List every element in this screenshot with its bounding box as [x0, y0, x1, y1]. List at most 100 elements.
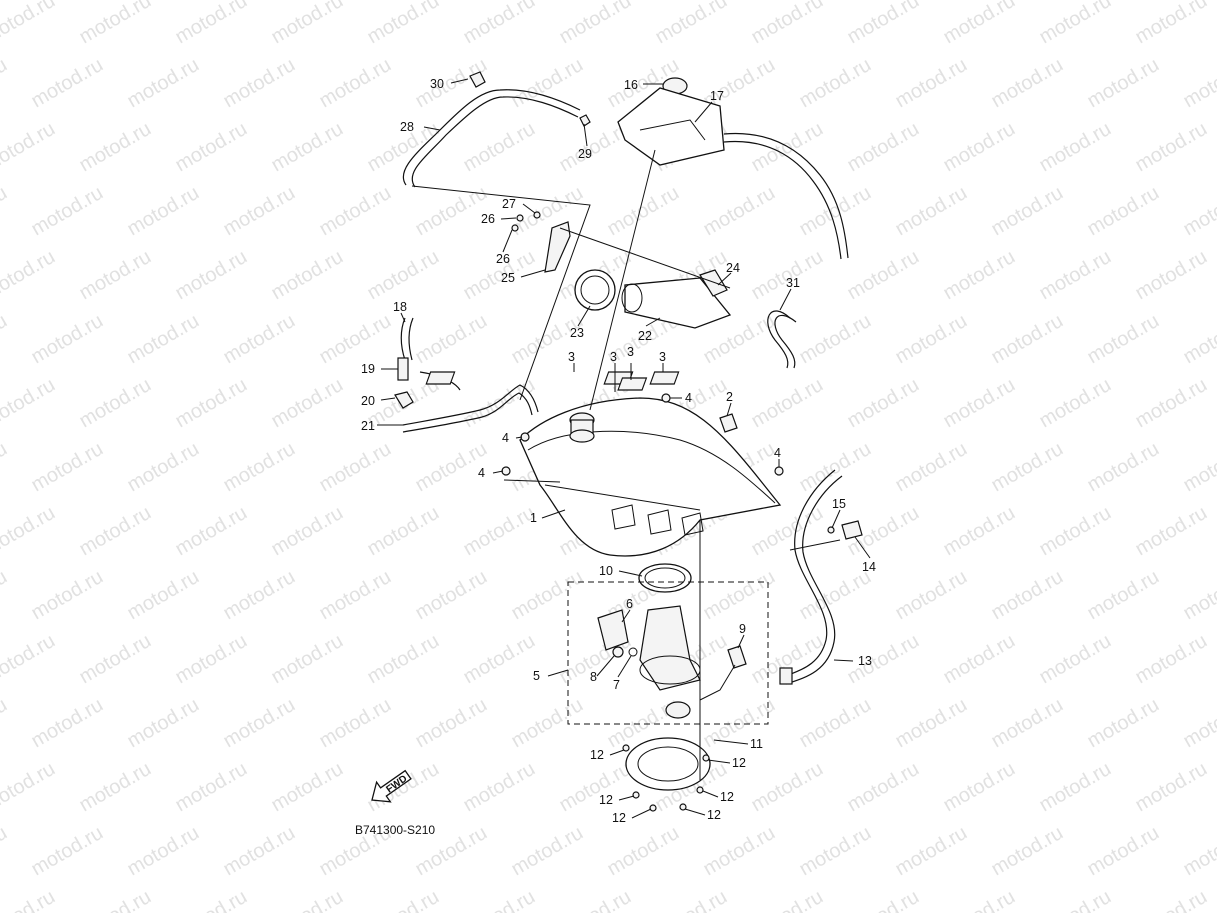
watermark-text: motod.ru [0, 822, 11, 881]
callout-4b: 4 [502, 431, 509, 445]
watermark-text: motod.ru [1084, 310, 1163, 369]
watermark-text: motod.ru [1180, 822, 1217, 881]
watermark-text: motod.ru [796, 182, 875, 241]
plate-11 [625, 737, 711, 791]
bolt-12d [696, 786, 704, 794]
watermark-text: motod.ru [1132, 246, 1211, 305]
watermark-text: motod.ru [1036, 0, 1115, 48]
watermark-text: motod.ru [316, 182, 395, 241]
watermark-text: motod.ru [0, 54, 11, 113]
float [665, 701, 691, 719]
watermark-text: motod.ru [268, 246, 347, 305]
watermark-text: motod.ru [28, 310, 107, 369]
callout-16: 16 [624, 78, 638, 92]
watermark-text: motod.ru [220, 438, 299, 497]
watermark-text: motod.ru [316, 566, 395, 625]
watermark-text: motod.ru [460, 502, 539, 561]
o-ring-7 [628, 647, 638, 657]
watermark-text: motod.ru [1084, 822, 1163, 881]
watermark-text: motod.ru [844, 758, 923, 817]
watermark-text: motod.ru [412, 694, 491, 753]
watermark-text: motod.ru [796, 694, 875, 753]
watermark-text: motod.ru [604, 822, 683, 881]
watermark-text: motod.ru [940, 246, 1019, 305]
watermark-text: motod.ru [1180, 54, 1217, 113]
watermark-text: motod.ru [508, 566, 587, 625]
watermark-text: motod.ru [124, 566, 203, 625]
watermark-text: motod.ru [268, 502, 347, 561]
screw-15 [827, 526, 835, 534]
drain-hose-17 [723, 132, 849, 259]
watermark-text: motod.ru [1036, 374, 1115, 433]
stay-25 [544, 221, 571, 273]
watermark-text: motod.ru [1084, 438, 1163, 497]
watermark-text: motod.ru [1084, 694, 1163, 753]
watermark-text: motod.ru [556, 0, 635, 48]
clip-8 [612, 646, 624, 658]
bolt-4b [520, 432, 530, 442]
watermark-text: motod.ru [988, 54, 1067, 113]
watermark-text: motod.ru [460, 118, 539, 177]
callout-13: 13 [858, 654, 872, 668]
watermark-text: motod.ru [988, 566, 1067, 625]
watermark-text: motod.ru [412, 566, 491, 625]
watermark-text: motod.ru [988, 438, 1067, 497]
watermark-text: motod.ru [0, 246, 59, 305]
callout-10: 10 [599, 564, 613, 578]
watermark-text: motod.ru [940, 758, 1019, 817]
watermark-text: motod.ru [172, 374, 251, 433]
watermark-text: motod.ru [940, 630, 1019, 689]
watermark-text: motod.ru [940, 0, 1019, 48]
clip-30 [469, 71, 486, 88]
watermark-text: motod.ru [364, 502, 443, 561]
clip-29 [579, 114, 591, 127]
watermark-text: motod.ru [364, 886, 443, 913]
watermark-text: motod.ru [172, 118, 251, 177]
watermark-text: motod.ru [28, 182, 107, 241]
hose-21 [402, 384, 539, 426]
watermark-text: motod.ru [1132, 118, 1211, 177]
hose-31 [767, 310, 791, 369]
watermark-text: motod.ru [412, 310, 491, 369]
callout-11: 11 [750, 737, 763, 751]
decal-3c [617, 377, 648, 391]
watermark-text: motod.ru [652, 0, 731, 48]
watermark-text: motod.ru [844, 246, 923, 305]
watermark-text: motod.ru [796, 822, 875, 881]
watermark-text: motod.ru [556, 758, 635, 817]
watermark-text: motod.ru [508, 182, 587, 241]
watermark-text: motod.ru [124, 182, 203, 241]
watermark-text: motod.ru [460, 886, 539, 913]
watermark-text: motod.ru [1180, 566, 1217, 625]
callout-14: 14 [862, 560, 876, 574]
watermark-text: motod.ru [604, 182, 683, 241]
callout-27: 27 [502, 197, 516, 211]
callout-12d: 12 [720, 790, 734, 804]
watermark-text: motod.ru [124, 694, 203, 753]
watermark-text: motod.ru [988, 822, 1067, 881]
watermark-text: motod.ru [844, 0, 923, 48]
watermark-text: motod.ru [0, 630, 59, 689]
watermark-text: motod.ru [76, 886, 155, 913]
watermark-text: motod.ru [1180, 694, 1217, 753]
watermark-text: motod.ru [268, 886, 347, 913]
watermark-text: motod.ru [76, 374, 155, 433]
callout-17: 17 [710, 89, 724, 103]
watermark-text: motod.ru [1132, 630, 1211, 689]
watermark-text: motod.ru [76, 118, 155, 177]
watermark-text: motod.ru [508, 822, 587, 881]
watermark-text: motod.ru [28, 566, 107, 625]
callout-4a: 4 [685, 391, 692, 405]
watermark-text: motod.ru [172, 502, 251, 561]
watermark-text: motod.ru [124, 822, 203, 881]
watermark-text: motod.ru [796, 310, 875, 369]
bracket-24 [699, 269, 728, 297]
watermark-text: motod.ru [76, 0, 155, 48]
callout-labels: 30 16 17 28 29 27 26 26 25 24 31 23 22 1… [355, 77, 876, 837]
watermark-text: motod.ru [28, 822, 107, 881]
callout-23: 23 [570, 326, 584, 340]
bolt-26a [516, 214, 524, 222]
filter-19 [397, 357, 409, 381]
damper-2 [719, 413, 738, 433]
watermark-text: motod.ru [844, 886, 923, 913]
